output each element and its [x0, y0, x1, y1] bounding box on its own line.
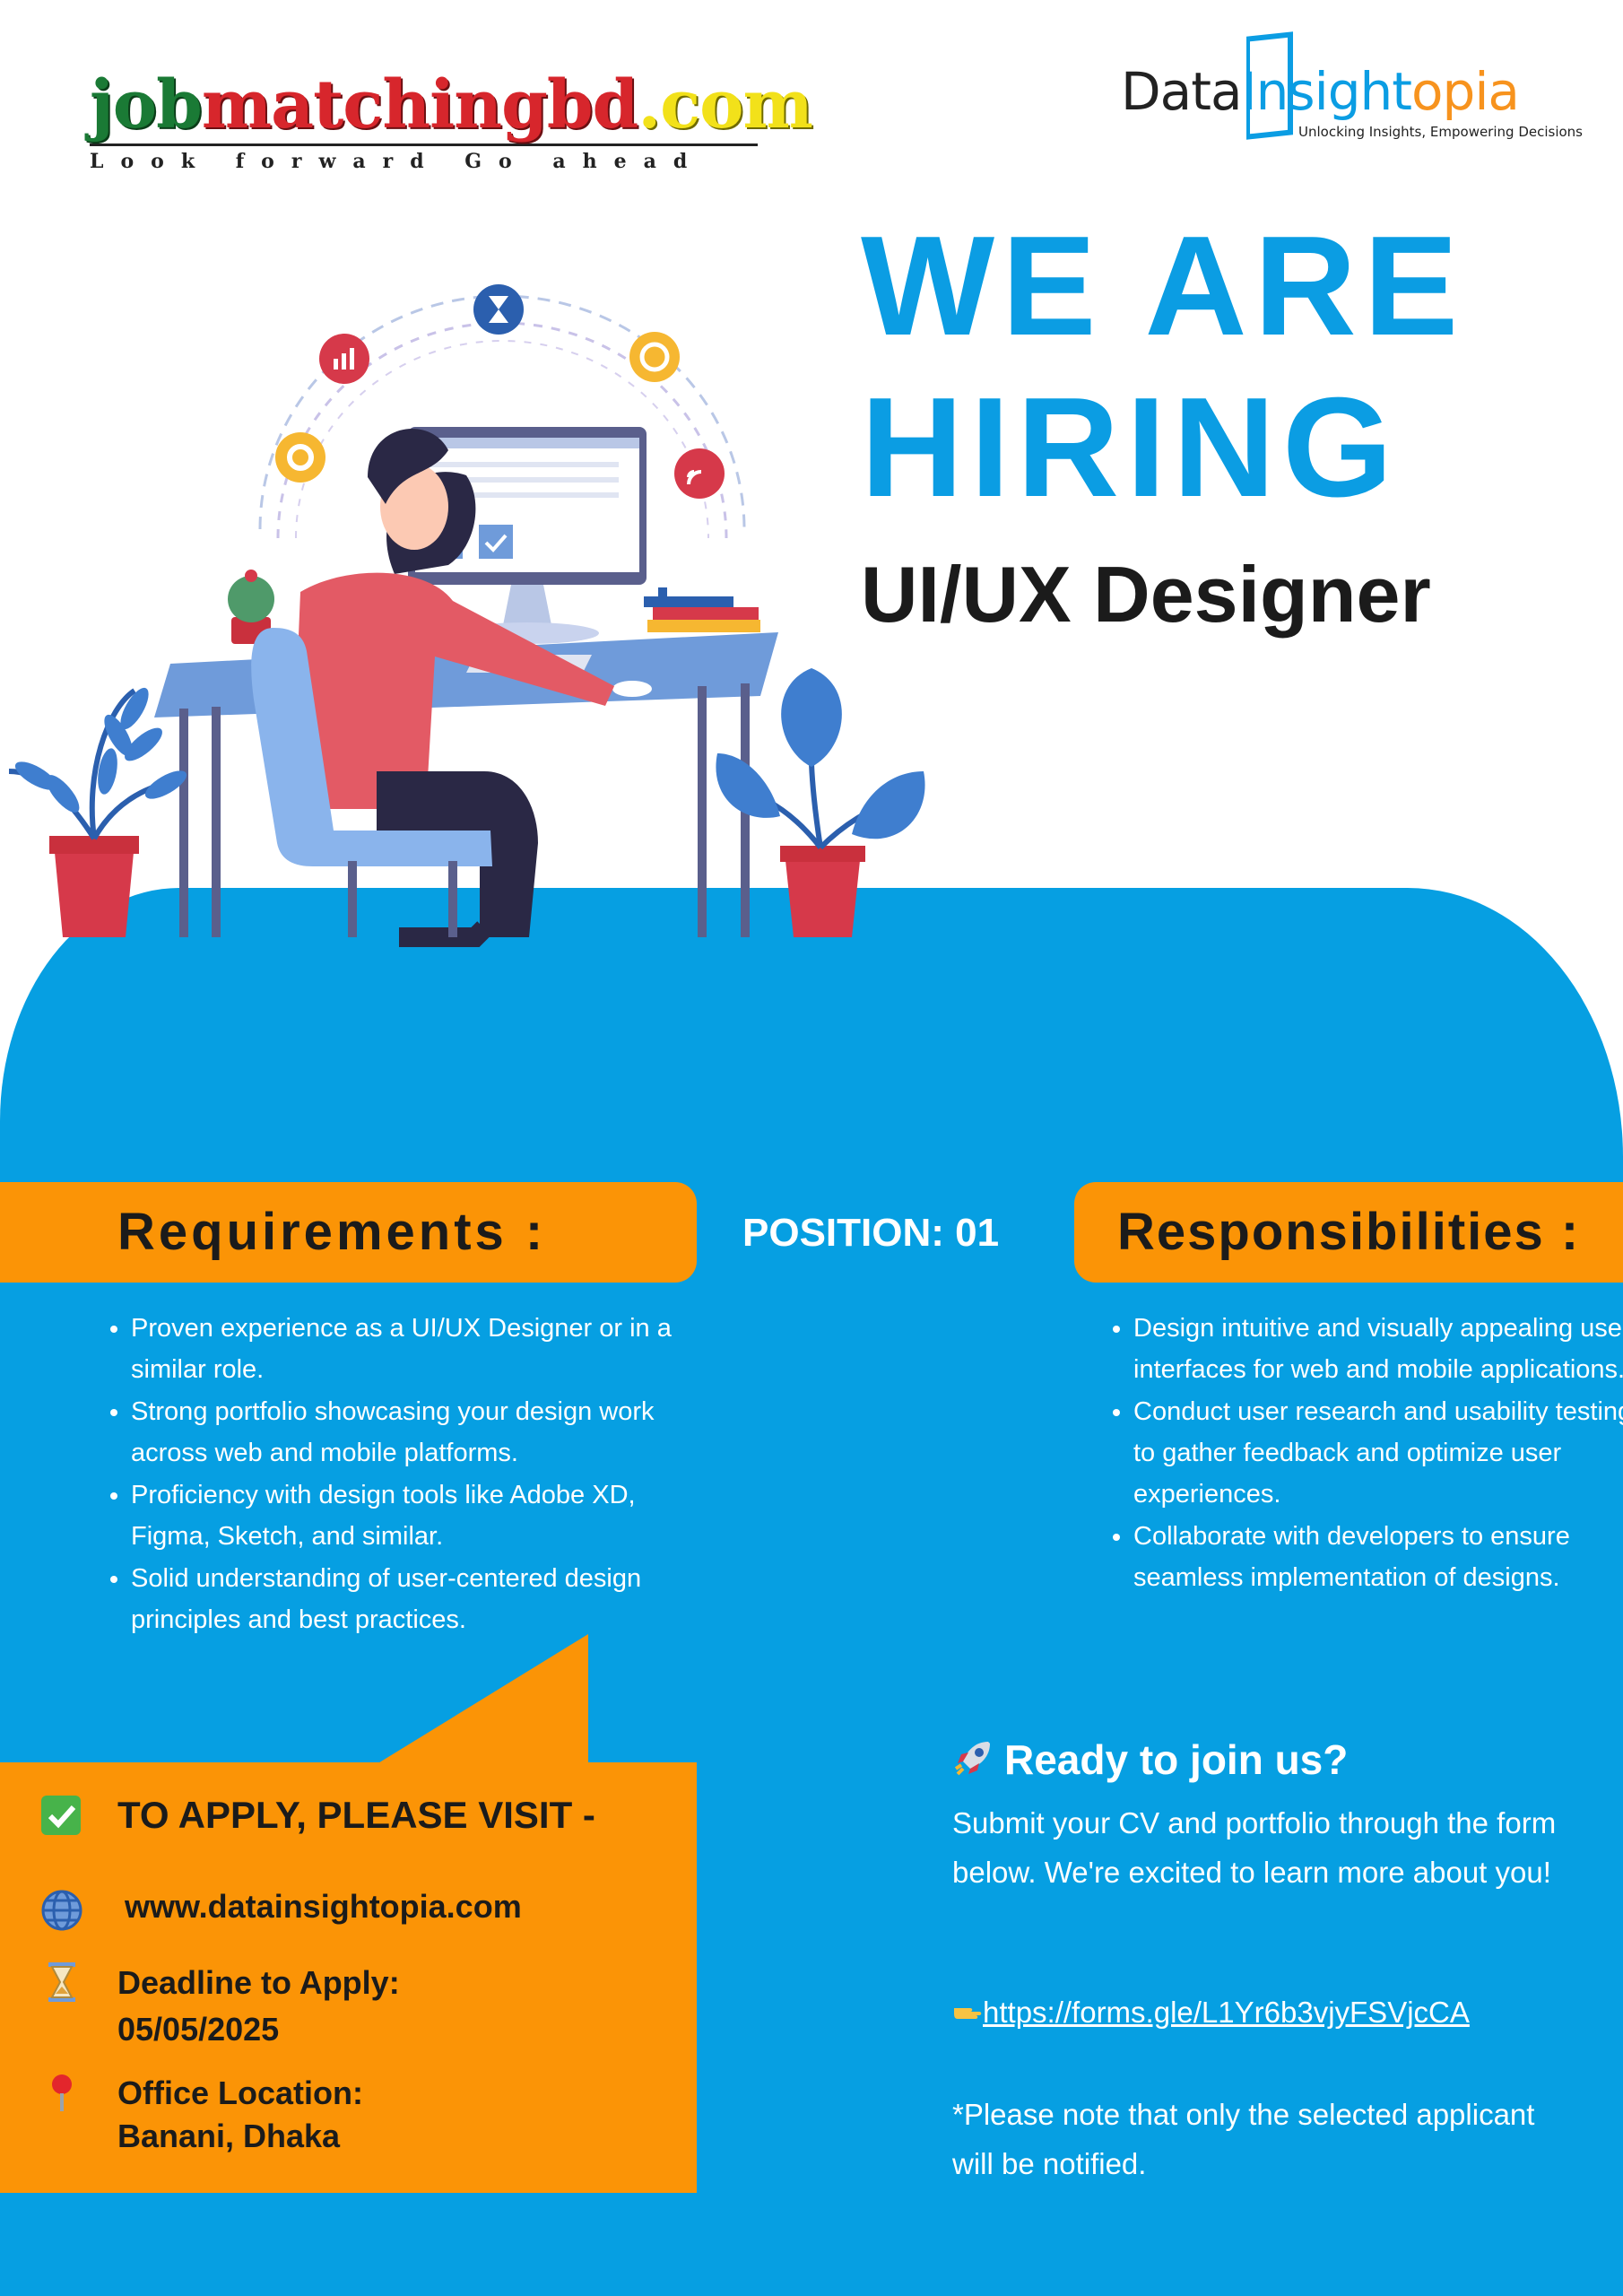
pie-circle-icon — [629, 332, 680, 382]
list-item: Strong portfolio showcasing your design … — [131, 1391, 687, 1474]
logo-part-data: Data — [1121, 61, 1242, 122]
responsibilities-header-tab: Responsibilities : — [1074, 1182, 1623, 1283]
logo-part-opia: opia — [1411, 61, 1520, 122]
chart-circle-icon — [319, 334, 369, 384]
requirements-title: Requirements : — [117, 1203, 547, 1261]
headline-line-1: WE ARE — [861, 207, 1466, 365]
list-item: Proficiency with design tools like Adobe… — [131, 1474, 687, 1557]
requirements-list: Proven experience as a UI/UX Designer or… — [97, 1308, 687, 1641]
check-icon — [41, 1796, 81, 1835]
jobmatchingbd-wordmark: jobmatchingbd.com — [90, 72, 813, 138]
list-item: Proven experience as a UI/UX Designer or… — [131, 1308, 687, 1390]
list-item: Collaborate with developers to ensure se… — [1133, 1516, 1623, 1598]
apply-info-box — [0, 1762, 697, 2193]
location-value: Banani, Dhaka — [117, 2118, 341, 2154]
form-link-row[interactable]: https://forms.gle/L1Yr6b3vjyFSVjcCA — [952, 1996, 1470, 2030]
jobmatchingbd-logo[interactable]: jobmatchingbd.com Look forward Go ahead — [90, 72, 813, 173]
ready-title: Ready to join us? — [1004, 1736, 1349, 1783]
requirements-header-tab: Requirements : — [0, 1182, 697, 1283]
datainsightopia-tagline: Unlocking Insights, Empowering Decisions — [1298, 124, 1583, 140]
responsibilities-list: Design intuitive and visually appealing … — [1099, 1308, 1623, 1599]
list-item: Solid understanding of user-centered des… — [131, 1558, 687, 1640]
apply-box-notch — [377, 1634, 588, 1764]
logo-part-job: job — [90, 66, 203, 144]
deadline-label: Deadline to Apply: — [117, 1964, 400, 2001]
globe-icon — [41, 1890, 82, 1931]
job-role-title: UI/UX Designer — [861, 550, 1431, 639]
responsibilities-title: Responsibilities : — [1117, 1203, 1581, 1261]
ready-title-row: Ready to join us? — [952, 1735, 1348, 1784]
position-count: POSITION: 01 — [742, 1211, 1000, 1255]
datainsightopia-logo[interactable]: DataInsightopia Unlocking Insights, Empo… — [1121, 31, 1583, 146]
list-item: Design intuitive and visually appealing … — [1133, 1308, 1623, 1390]
rocket-icon — [954, 1742, 990, 1776]
hourglass-icon — [48, 1962, 75, 2002]
deadline-value: 05/05/2025 — [117, 2011, 280, 2048]
headline-line-2: HIRING — [861, 369, 1400, 526]
hourglass-circle-icon — [473, 284, 524, 335]
location-label: Office Location: — [117, 2074, 364, 2111]
jobmatchingbd-tagline: Look forward Go ahead — [90, 150, 705, 173]
location-pin-icon — [52, 2074, 72, 2111]
application-form-link[interactable]: https://forms.gle/L1Yr6b3vjyFSVjcCA — [983, 1996, 1470, 2029]
logo-part-com: .com — [638, 66, 812, 144]
ready-body-text: Submit your CV and portfolio through the… — [952, 1806, 1557, 1889]
pointing-hand-icon — [954, 2008, 982, 2019]
logo-part-matchingbd: matchingbd — [201, 66, 638, 144]
logo-rule — [90, 144, 758, 146]
website-link[interactable]: www.datainsightopia.com — [125, 1888, 522, 1925]
designer-at-desk-illustration — [8, 284, 925, 947]
apply-heading: TO APPLY, PLEASE VISIT - — [117, 1794, 595, 1836]
list-item: Conduct user research and usability test… — [1133, 1391, 1623, 1515]
signal-circle-icon — [674, 448, 725, 499]
gear-circle-icon — [275, 432, 325, 483]
selection-note: *Please note that only the selected appl… — [952, 2098, 1535, 2180]
datainsightopia-wordmark: DataInsightopia — [1121, 61, 1520, 122]
logo-part-insight: Insight — [1241, 61, 1413, 122]
